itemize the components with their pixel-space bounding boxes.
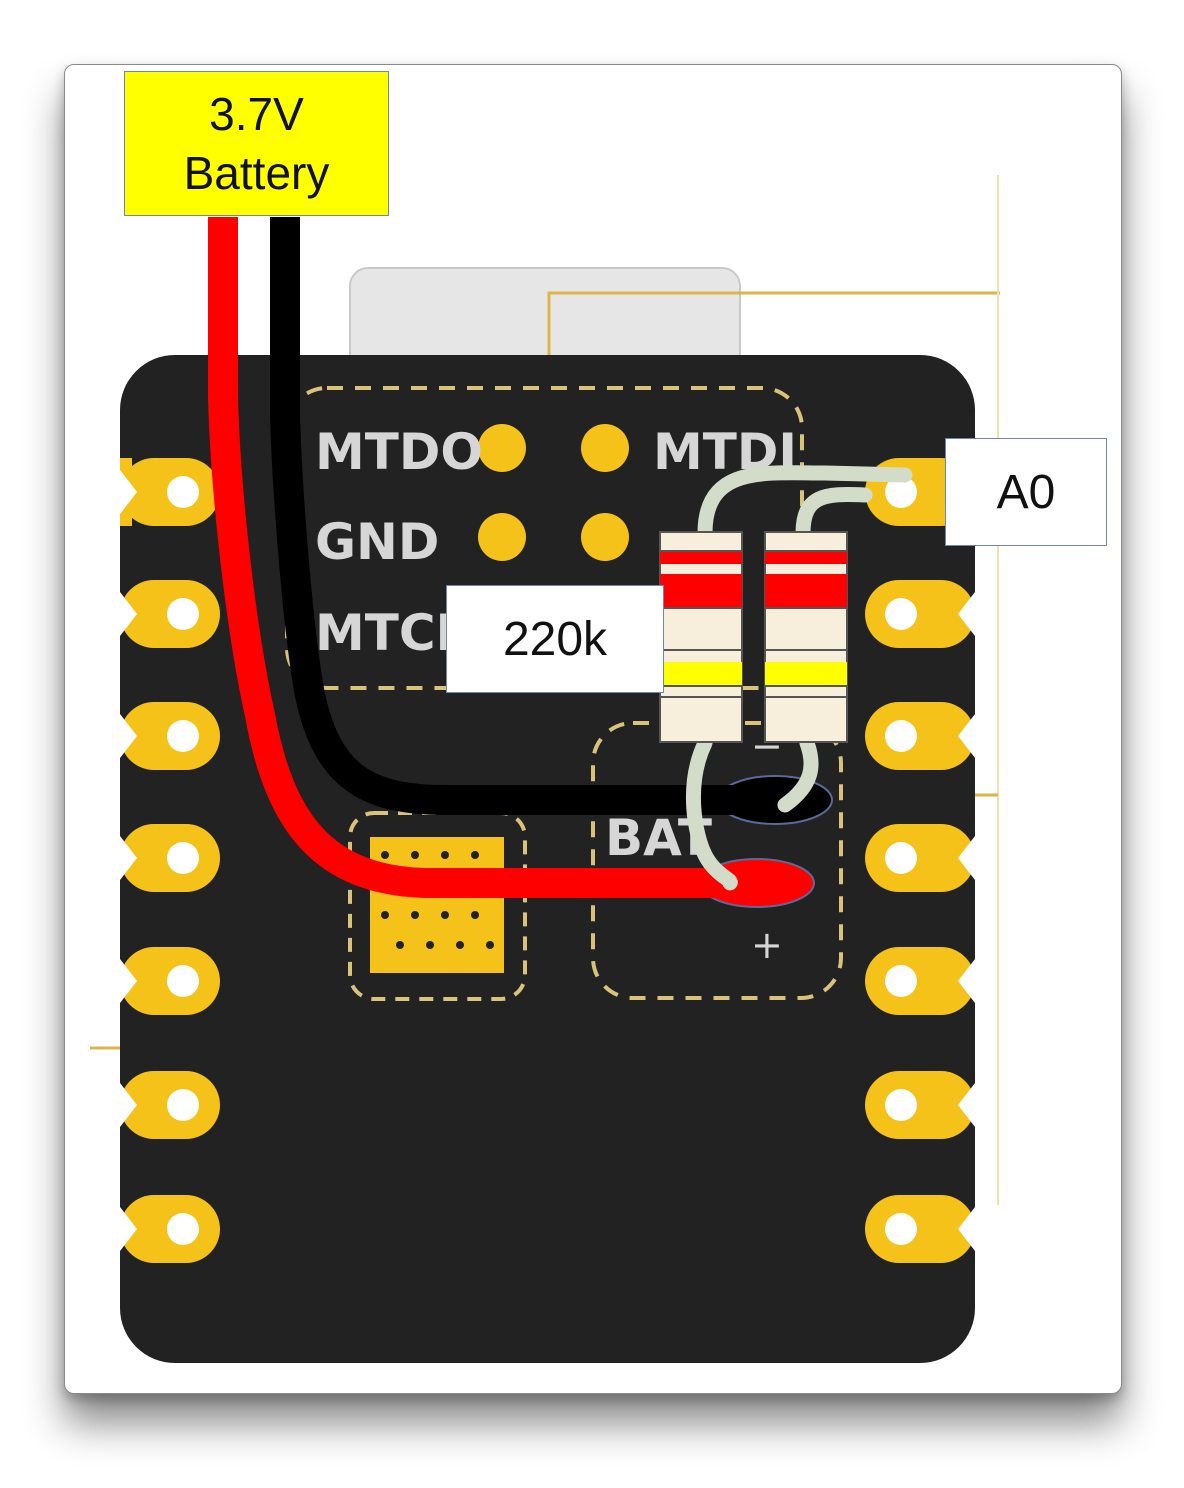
battery-voltage: 3.7V xyxy=(209,87,304,140)
board-body xyxy=(120,355,975,1363)
wiring-diagram: MTDO MTDI GND MTCK BAT − + xyxy=(90,175,1000,1363)
right-pads xyxy=(865,458,975,1263)
battery-text: Battery xyxy=(183,146,330,199)
diagram-frame: MTDO MTDI GND MTCK BAT − + xyxy=(64,64,1122,1394)
label-mtdo: MTDO xyxy=(315,423,483,481)
battery-label: 3.7V Battery xyxy=(124,71,389,216)
resistor-1 xyxy=(659,531,743,743)
a0-text: A0 xyxy=(996,465,1056,519)
wire-positive xyxy=(208,217,745,898)
left-pads xyxy=(120,458,220,1263)
wire-negative xyxy=(270,217,765,815)
label-gnd: GND xyxy=(315,513,439,571)
resistor-leads xyxy=(686,465,913,891)
jtag-pads xyxy=(478,424,629,561)
ant-pad xyxy=(370,837,504,973)
resistor-value-label: 220k xyxy=(446,585,664,693)
resistor-2 xyxy=(764,531,848,743)
a0-label: A0 xyxy=(945,438,1107,546)
resistor-value-text: 220k xyxy=(502,612,608,666)
label-plus: + xyxy=(751,923,783,967)
